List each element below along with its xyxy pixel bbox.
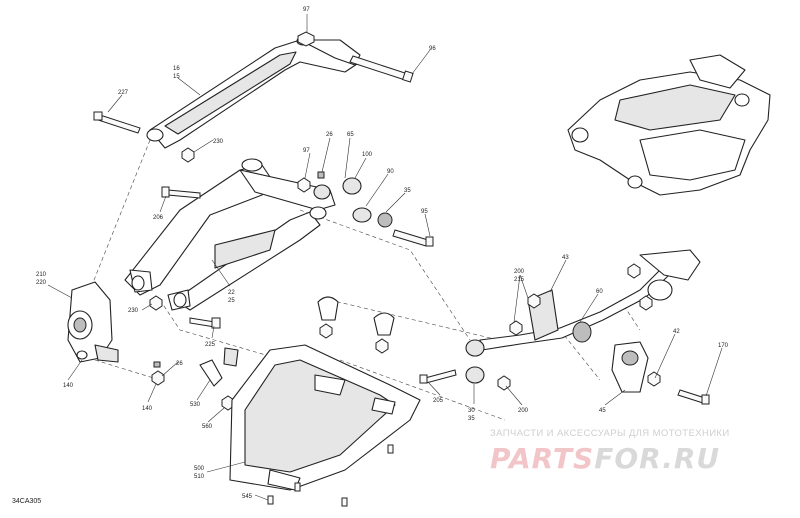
bolt-96	[349, 55, 414, 83]
watermark: ЗАПЧАСТИ И АКСЕССУАРЫ ДЛЯ МОТОТЕХНИКИ PA…	[490, 428, 730, 475]
callout-42: 42	[673, 329, 680, 335]
nut-230-lower	[149, 295, 163, 311]
callout-15: 15	[173, 74, 180, 80]
watermark-logo: PARTSFOR.RU	[490, 442, 720, 475]
callout-510: 510	[194, 474, 205, 480]
callout-leaders	[47, 14, 723, 501]
callout-16: 16	[173, 66, 180, 72]
callout-65: 65	[347, 132, 354, 138]
callout-215: 215	[514, 277, 525, 283]
bushing-set-65-100-90	[297, 171, 393, 228]
callout-227: 227	[118, 90, 129, 96]
bolt-170	[677, 389, 710, 405]
callout-43: 43	[562, 255, 569, 261]
clamp-530	[199, 347, 239, 387]
callout-96: 96	[429, 46, 436, 52]
callout-60: 60	[596, 289, 603, 295]
callout-30: 30	[468, 408, 475, 414]
clamp-upper-pair	[317, 296, 395, 354]
callout-140: 140	[63, 383, 74, 389]
skid-plate	[229, 344, 421, 491]
bolt-227	[93, 111, 141, 134]
nut-140-and-26	[151, 361, 165, 386]
callout-97: 97	[303, 148, 310, 154]
callout-530: 530	[190, 402, 201, 408]
callout-95: 95	[421, 209, 428, 215]
callout-labels: 97 96 16 15 227 230 26 65 97 100 90 35 9…	[36, 7, 729, 500]
callout-230: 230	[128, 308, 139, 314]
callout-45: 45	[599, 408, 606, 414]
callout-35: 35	[404, 188, 411, 194]
wheel-knuckle	[67, 281, 119, 363]
callout-25: 25	[228, 298, 235, 304]
callout-206: 206	[153, 215, 164, 221]
callout-35: 35	[468, 416, 475, 422]
callout-97: 97	[303, 7, 310, 13]
callout-500: 500	[194, 466, 205, 472]
screws-545	[267, 444, 394, 507]
vehicle-frame	[567, 54, 771, 196]
bolt-225	[189, 317, 221, 329]
callout-140: 140	[142, 406, 153, 412]
bolt-95	[392, 229, 434, 247]
callout-205: 205	[433, 398, 444, 404]
callout-225: 225	[205, 342, 216, 348]
callout-26: 26	[326, 132, 333, 138]
nut-97-top	[297, 31, 315, 47]
watermark-logo-left: PARTS	[490, 442, 594, 475]
callout-90: 90	[387, 169, 394, 175]
callout-560: 560	[202, 424, 213, 430]
bolt-206	[161, 186, 201, 199]
sway-bar-links	[419, 339, 511, 391]
assembly-guide-lines	[89, 139, 641, 421]
callout-26: 26	[176, 361, 183, 367]
callout-22: 22	[228, 290, 235, 296]
a-arm-lower	[124, 158, 336, 311]
callout-220: 220	[36, 280, 47, 286]
callout-200: 200	[518, 408, 529, 414]
watermark-logo-right: FOR.RU	[594, 442, 720, 475]
nut-230-upper	[181, 147, 195, 163]
diagram-reference-code: 34CA305	[12, 498, 41, 505]
callout-545: 545	[242, 494, 253, 500]
callout-230: 230	[213, 139, 224, 145]
watermark-tagline: ЗАПЧАСТИ И АКСЕССУАРЫ ДЛЯ МОТОТЕХНИКИ	[490, 428, 730, 439]
callout-170: 170	[718, 343, 729, 349]
callout-100: 100	[362, 152, 373, 158]
callout-200: 200	[514, 269, 525, 275]
callout-210: 210	[36, 272, 47, 278]
bushing-bracket-45	[611, 341, 661, 393]
sway-bar	[479, 249, 701, 351]
nuts-200-215	[509, 263, 653, 336]
